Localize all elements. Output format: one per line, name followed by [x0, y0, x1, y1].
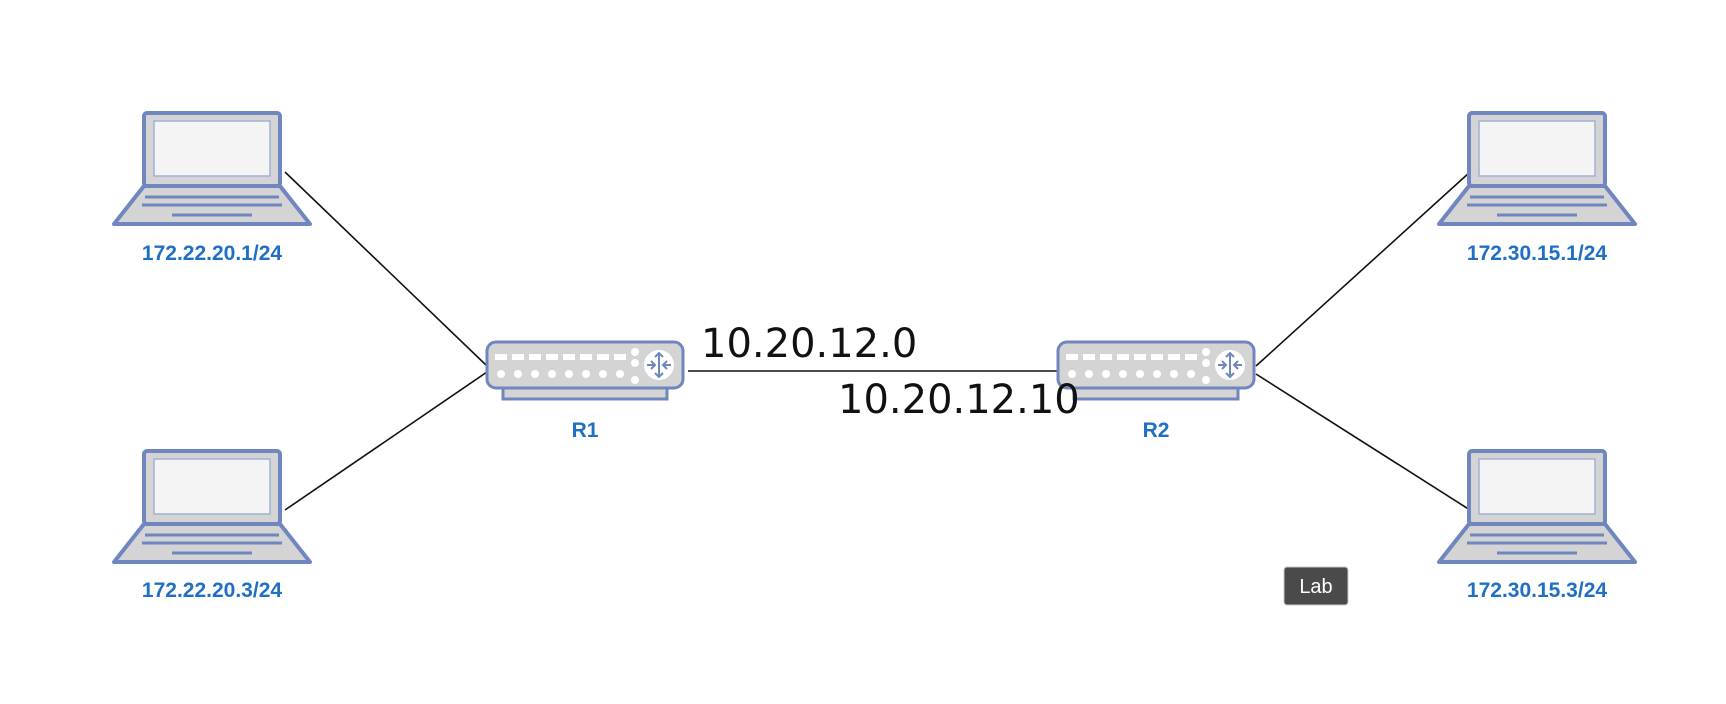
laptop-icon: [1437, 111, 1637, 226]
laptop-icon: [1437, 449, 1637, 564]
laptop-icon: [112, 449, 312, 564]
link-pc3-r1: [284, 371, 488, 511]
router-r2[interactable]: R2: [1056, 340, 1256, 442]
host-pc4[interactable]: 172.30.15.1/24: [1437, 111, 1637, 265]
link-r2-pc4: [1255, 171, 1471, 367]
router-label: R1: [572, 419, 599, 442]
host-pc1[interactable]: 172.22.20.1/24: [112, 111, 312, 265]
address-label: 10.20.12.10: [838, 377, 1080, 423]
host-pc3[interactable]: 172.22.20.3/24: [112, 449, 312, 602]
link-pc1-r1: [284, 171, 488, 367]
host-label: 172.22.20.1/24: [142, 242, 282, 265]
network-label: 10.20.12.0: [701, 321, 917, 367]
lab-tag[interactable]: Lab: [1283, 566, 1349, 606]
router-icon: [1056, 340, 1256, 401]
router-r1[interactable]: R1: [485, 340, 685, 442]
host-label: 172.22.20.3/24: [142, 579, 282, 602]
lab-tag-label: Lab: [1299, 576, 1332, 598]
router-label: R2: [1143, 419, 1170, 442]
host-label: 172.30.15.1/24: [1467, 242, 1607, 265]
link-r2-pc5: [1255, 373, 1471, 511]
host-pc5[interactable]: 172.30.15.3/24: [1437, 449, 1637, 602]
links: [284, 171, 1471, 511]
host-label: 172.30.15.3/24: [1467, 579, 1607, 602]
laptop-icon: [112, 111, 312, 226]
router-icon: [485, 340, 685, 401]
